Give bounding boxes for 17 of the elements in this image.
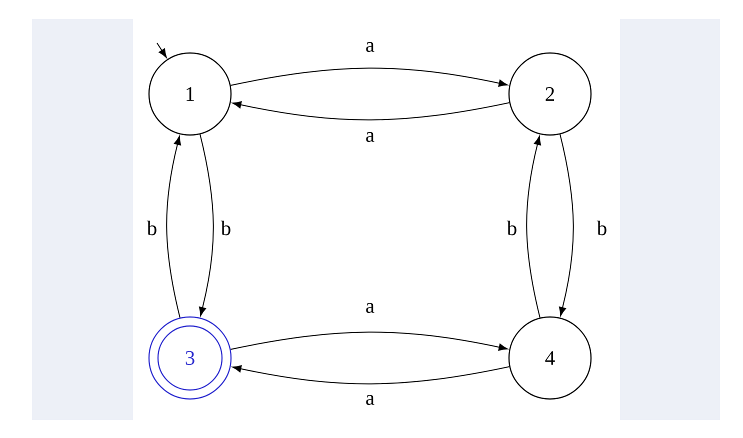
transition-arrow [232, 365, 510, 384]
edge-label: a [364, 40, 376, 54]
start-arrow [156, 42, 167, 58]
transition-arrow [230, 332, 508, 351]
transition-arrow [199, 134, 214, 316]
transition-arrow [232, 101, 510, 120]
edge-label: b [506, 219, 518, 237]
transition-arrow [558, 134, 574, 316]
edge-label: b [220, 219, 232, 237]
edge-label: b [146, 219, 158, 237]
edge-label: a [364, 130, 376, 144]
edge-label: a [364, 302, 376, 314]
transition-arrow [230, 68, 508, 87]
transition-arrow [166, 136, 182, 318]
transition-arrow [526, 136, 542, 318]
edge-label: b [596, 219, 608, 237]
edge-label: a [364, 394, 376, 406]
